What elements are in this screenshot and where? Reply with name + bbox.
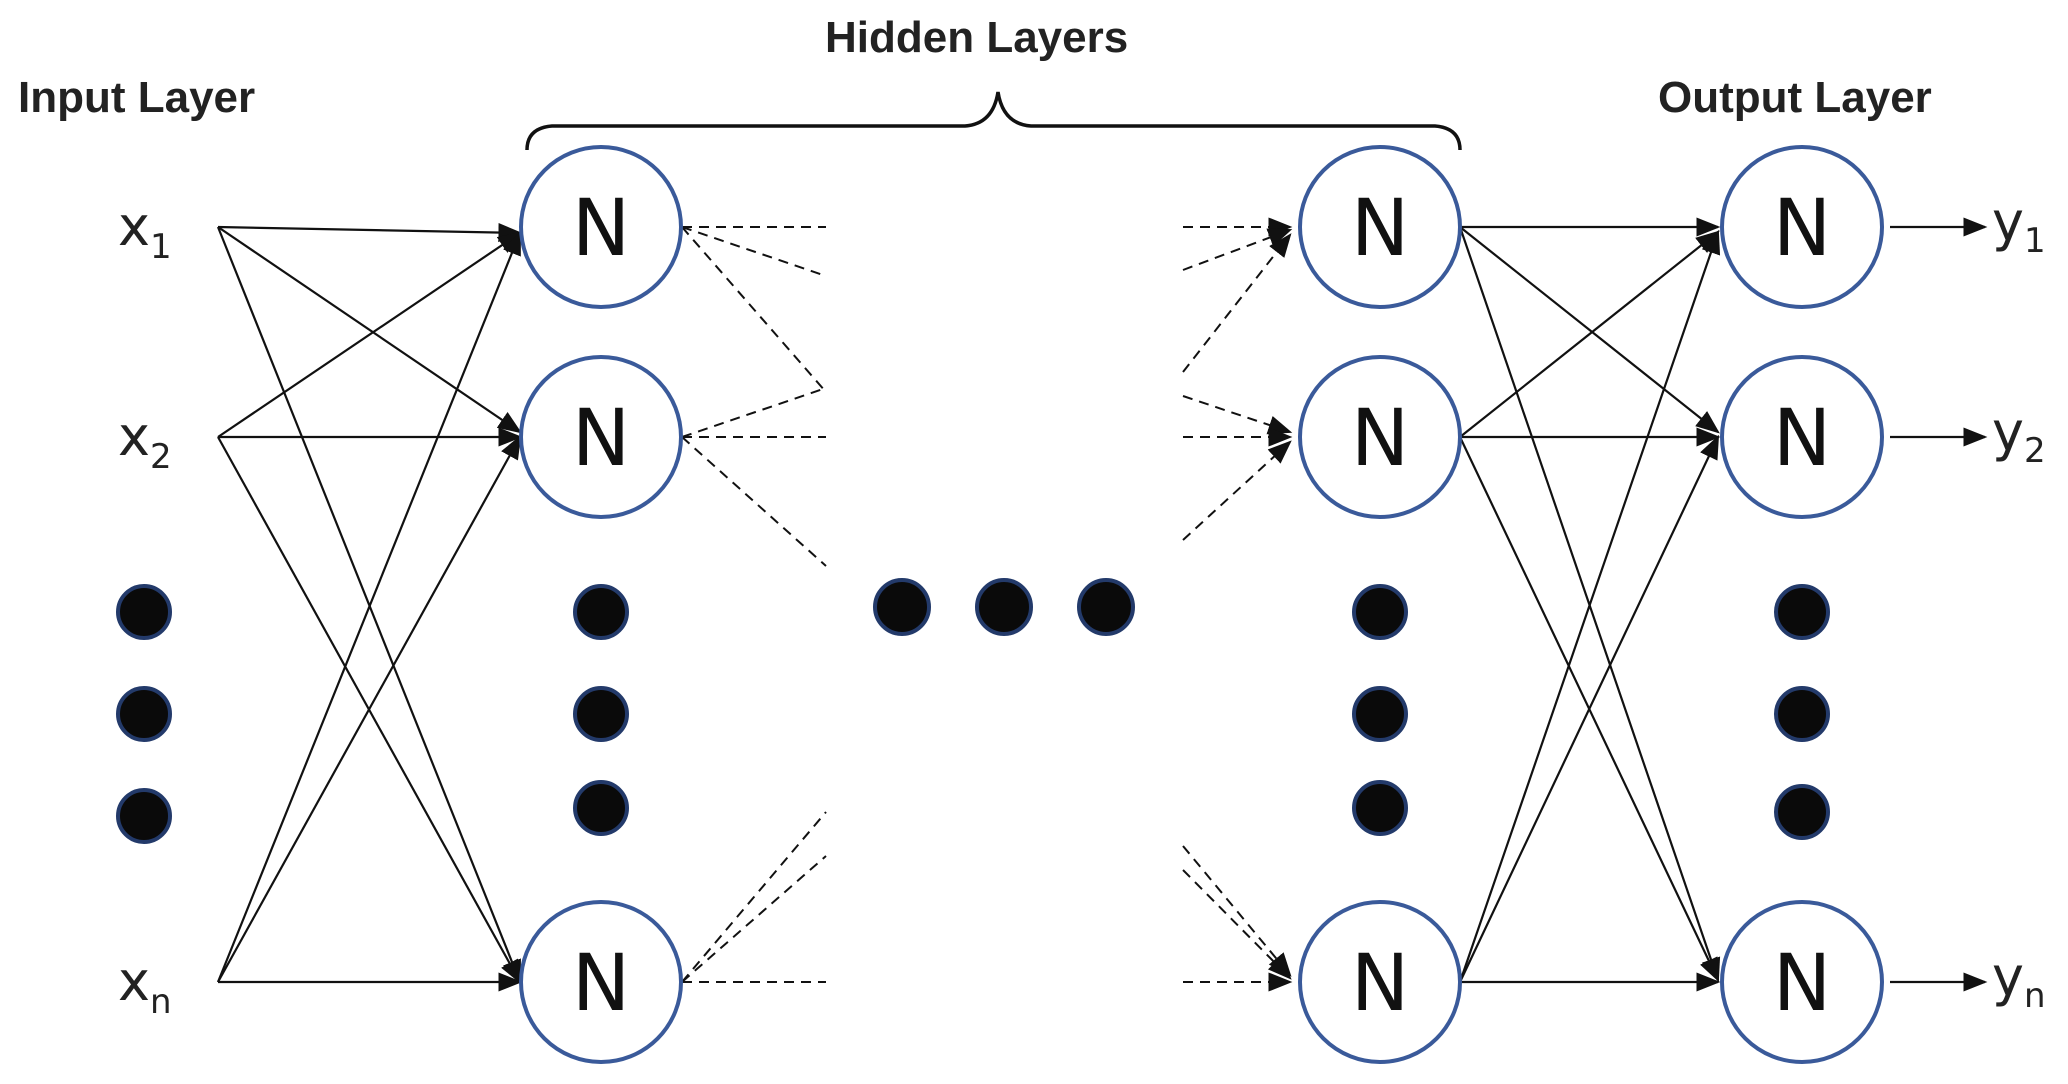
hiddenlast-ellipsis-dots <box>1352 584 1408 836</box>
output-label-y2: y 2 <box>1992 400 2046 471</box>
output-node-2: N <box>1720 355 1884 519</box>
input-label-x2: x 2 <box>118 405 172 477</box>
hidden-layers-brace <box>525 91 1462 151</box>
output-label-subscript: 1 <box>2024 221 2046 261</box>
hidden1-node-n: N <box>519 900 683 1064</box>
hidden1-outgoing-dashed-edges <box>681 226 827 983</box>
input-label-subscript: 2 <box>150 437 172 477</box>
output-label-base: y <box>1992 190 2024 253</box>
output-label-base: y <box>1992 945 2024 1008</box>
input-to-hidden-edges <box>216 222 523 992</box>
hidden1-node-2: N <box>519 355 683 519</box>
hiddenlast-node-1: N <box>1298 145 1462 309</box>
output-label-y1: y 1 <box>1992 190 2046 261</box>
node-label: N <box>1351 184 1409 274</box>
input-layer-title: Input Layer <box>18 73 255 122</box>
hiddenlast-node-n: N <box>1298 900 1462 1064</box>
output-label-subscript: n <box>2024 976 2046 1016</box>
input-label-subscript: n <box>150 982 172 1022</box>
node-label: N <box>1773 939 1831 1029</box>
hidden1-node-1: N <box>519 145 683 309</box>
node-label: N <box>1773 184 1831 274</box>
input-label-base: x <box>118 405 150 468</box>
input-ellipsis-dots <box>116 584 172 844</box>
input-label-x1: x 1 <box>118 195 172 267</box>
hiddenlast-node-2: N <box>1298 355 1462 519</box>
node-label: N <box>572 184 630 274</box>
node-label: N <box>572 394 630 484</box>
node-label: N <box>1351 394 1409 484</box>
input-label-xn: x n <box>118 950 172 1022</box>
output-arrows <box>1890 217 1988 992</box>
hidden-to-output-edges <box>1458 217 1721 992</box>
output-node-1: N <box>1720 145 1884 309</box>
node-label: N <box>572 939 630 1029</box>
hidden-layers-title: Hidden Layers <box>825 13 1128 62</box>
output-label-subscript: 2 <box>2024 431 2046 471</box>
hidden-layers-ellipsis-dots <box>873 578 1135 636</box>
input-label-base: x <box>118 950 150 1013</box>
hiddenlast-incoming-dashed-edges <box>1182 217 1293 992</box>
output-label-yn: y n <box>1992 945 2046 1016</box>
output-ellipsis-dots <box>1774 584 1830 840</box>
node-label: N <box>1773 394 1831 484</box>
output-label-base: y <box>1992 400 2024 463</box>
hidden1-ellipsis-dots <box>573 584 629 836</box>
output-layer-title: Output Layer <box>1658 73 1932 122</box>
input-label-base: x <box>118 195 150 258</box>
output-node-n: N <box>1720 900 1884 1064</box>
node-label: N <box>1351 939 1409 1029</box>
input-label-subscript: 1 <box>150 227 172 267</box>
